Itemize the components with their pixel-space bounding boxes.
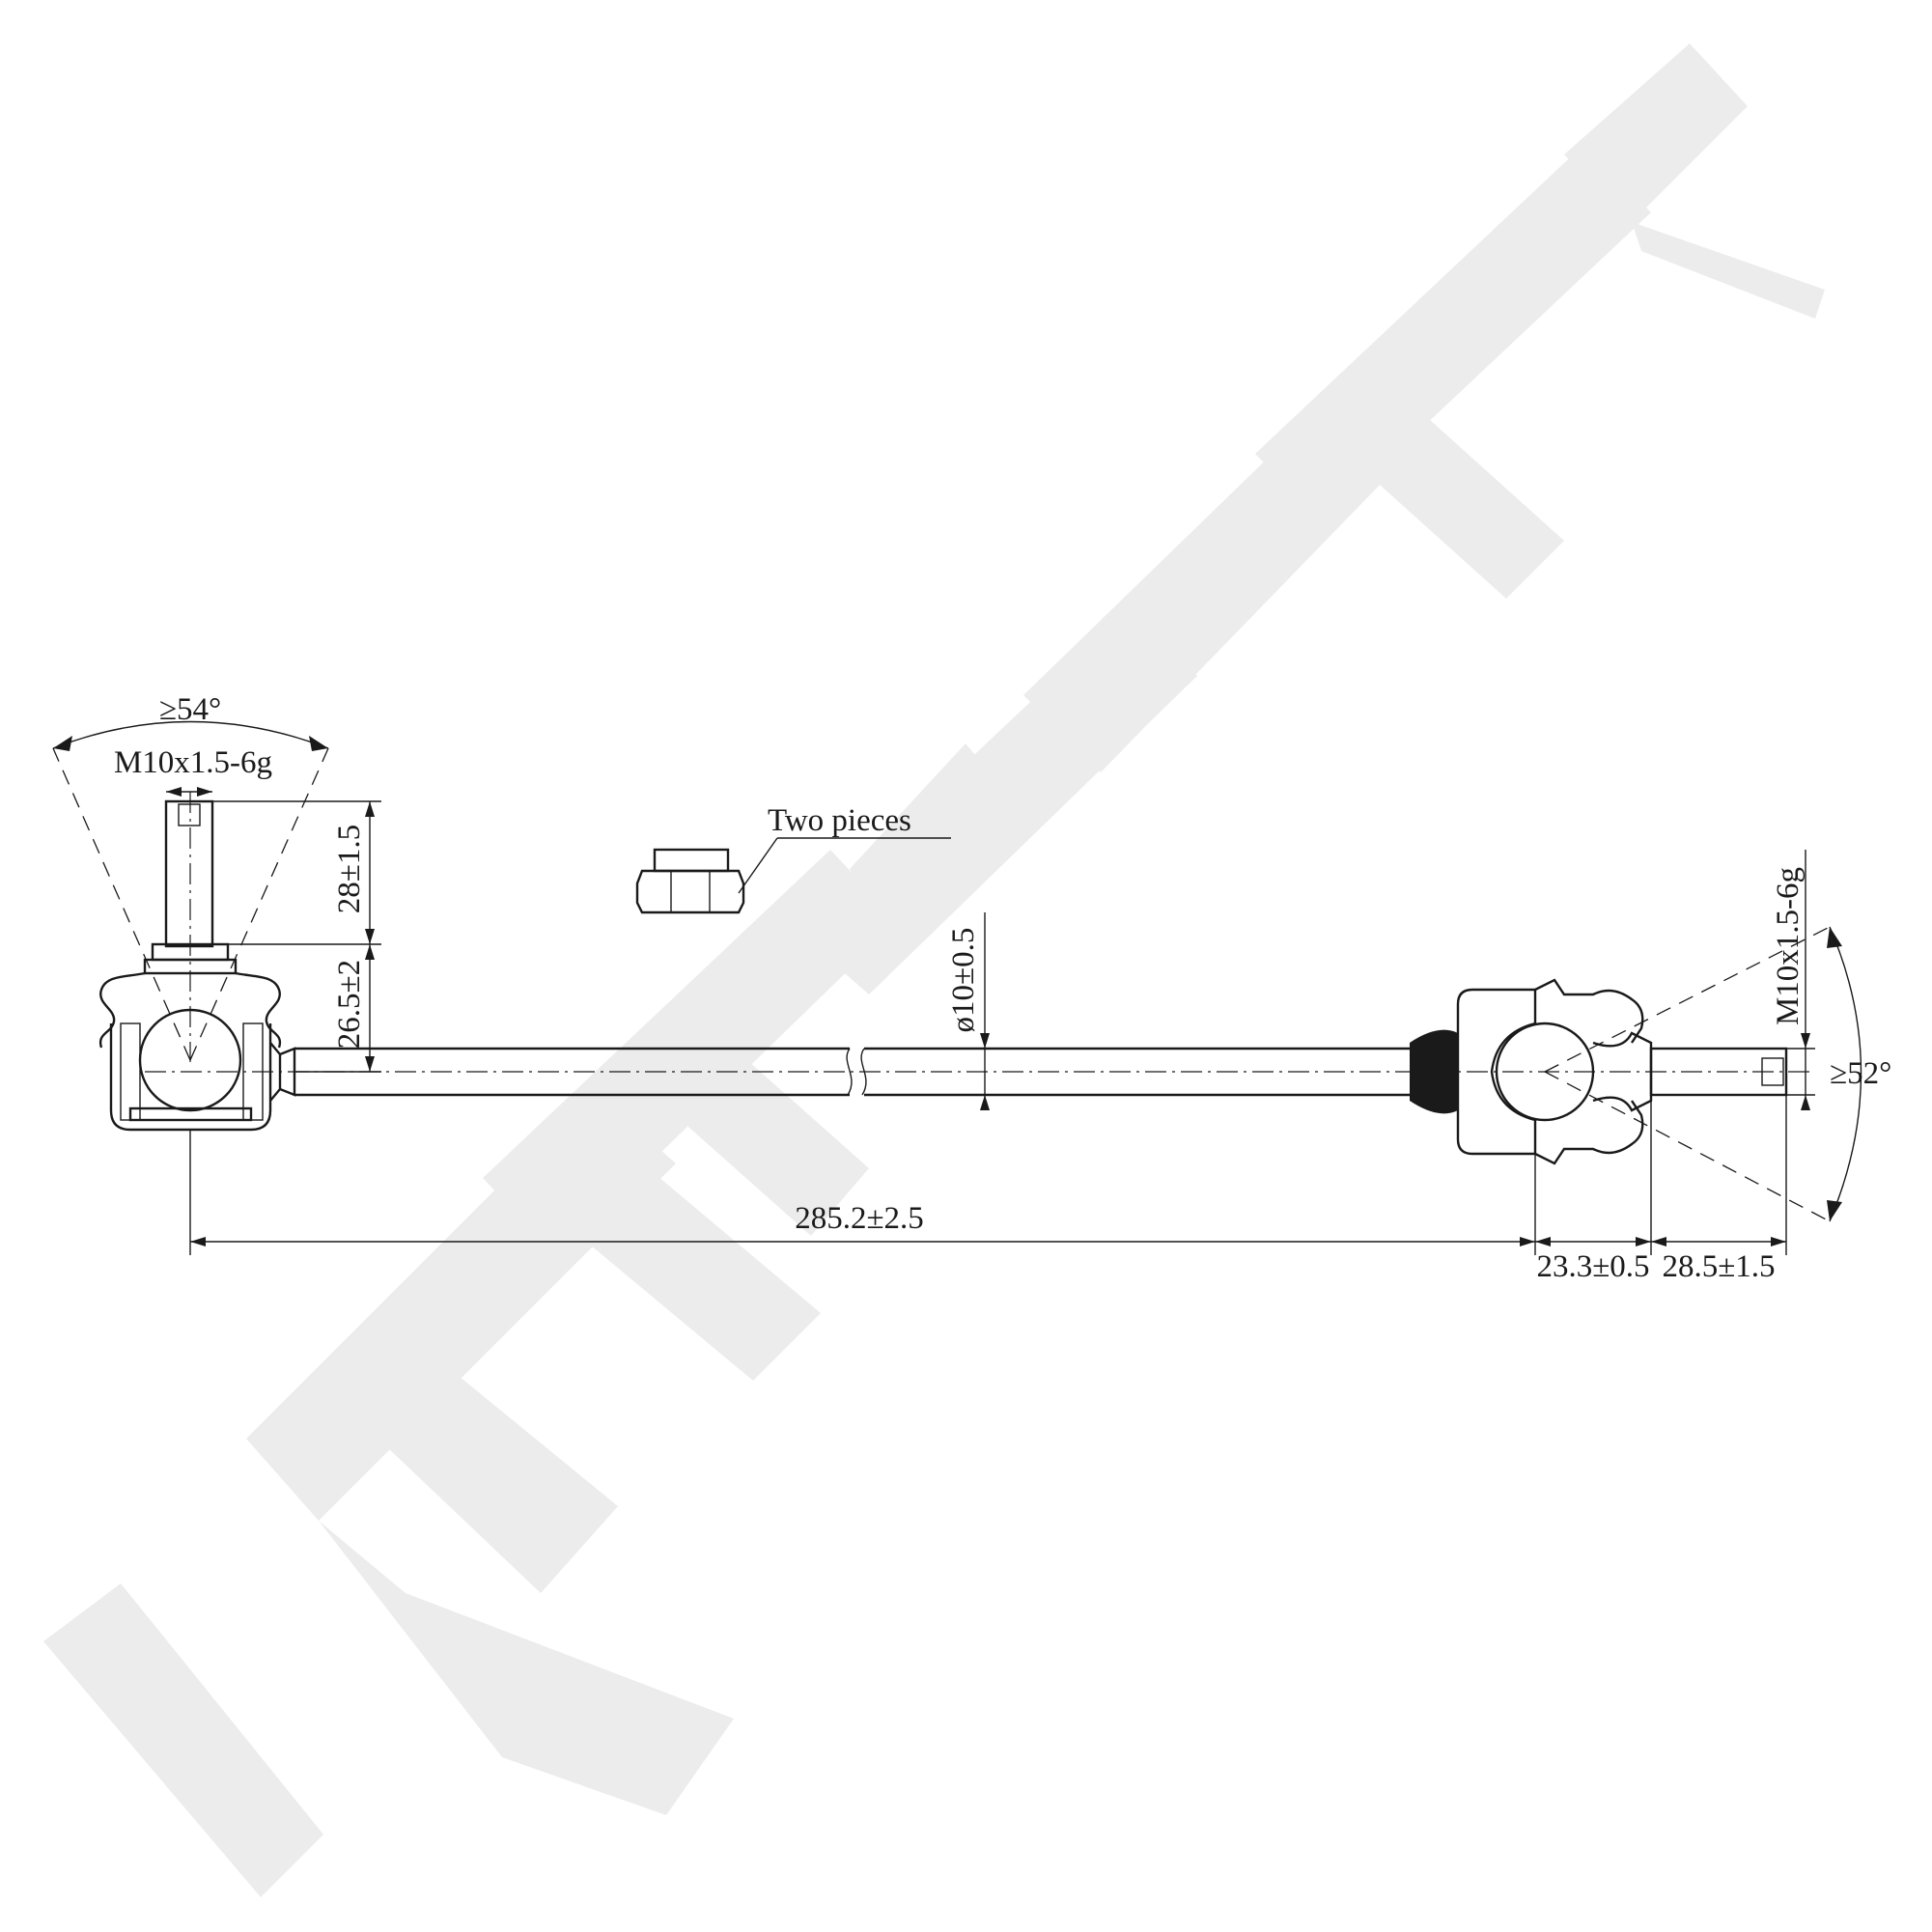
left-stud-hex-socket <box>178 803 201 826</box>
rod-diameter-label: ø10±0.5 <box>946 928 981 1033</box>
watermark-logo <box>43 43 1825 1897</box>
right-housing <box>1456 988 1537 1156</box>
left-ball-joint <box>52 720 329 1132</box>
left-boot <box>98 971 282 1049</box>
nut-icon <box>635 837 951 914</box>
right-stud <box>1649 1047 1788 1097</box>
left-housing <box>109 1023 272 1132</box>
nut-callout-label: Two pieces <box>768 803 911 838</box>
left-angle-label: ≥54° <box>159 692 221 727</box>
right-boot <box>1534 978 1644 1165</box>
rod <box>145 1047 1815 1097</box>
left-stud <box>164 799 214 948</box>
left-thread-label: M10x1.5-6g <box>114 745 272 780</box>
right-stud-length-label: 28.5±1.5 <box>1662 1249 1775 1284</box>
right-end-cap <box>1410 1029 1458 1114</box>
right-body-length-label: 23.3±0.5 <box>1536 1249 1649 1284</box>
right-ball-joint <box>1410 926 1862 1222</box>
dimension-lines <box>166 787 1815 1255</box>
right-ball <box>1495 1022 1595 1122</box>
left-head-height-label: 26.5±2 <box>332 960 367 1049</box>
right-stud-hex-socket <box>1761 1057 1784 1086</box>
right-angle-label: ≥52° <box>1830 1056 1891 1091</box>
overall-length-label: 285.2±2.5 <box>795 1201 924 1236</box>
left-stud-length-label: 28±1.5 <box>332 825 367 913</box>
right-thread-label: M10x1.5-6g <box>1771 867 1806 1025</box>
